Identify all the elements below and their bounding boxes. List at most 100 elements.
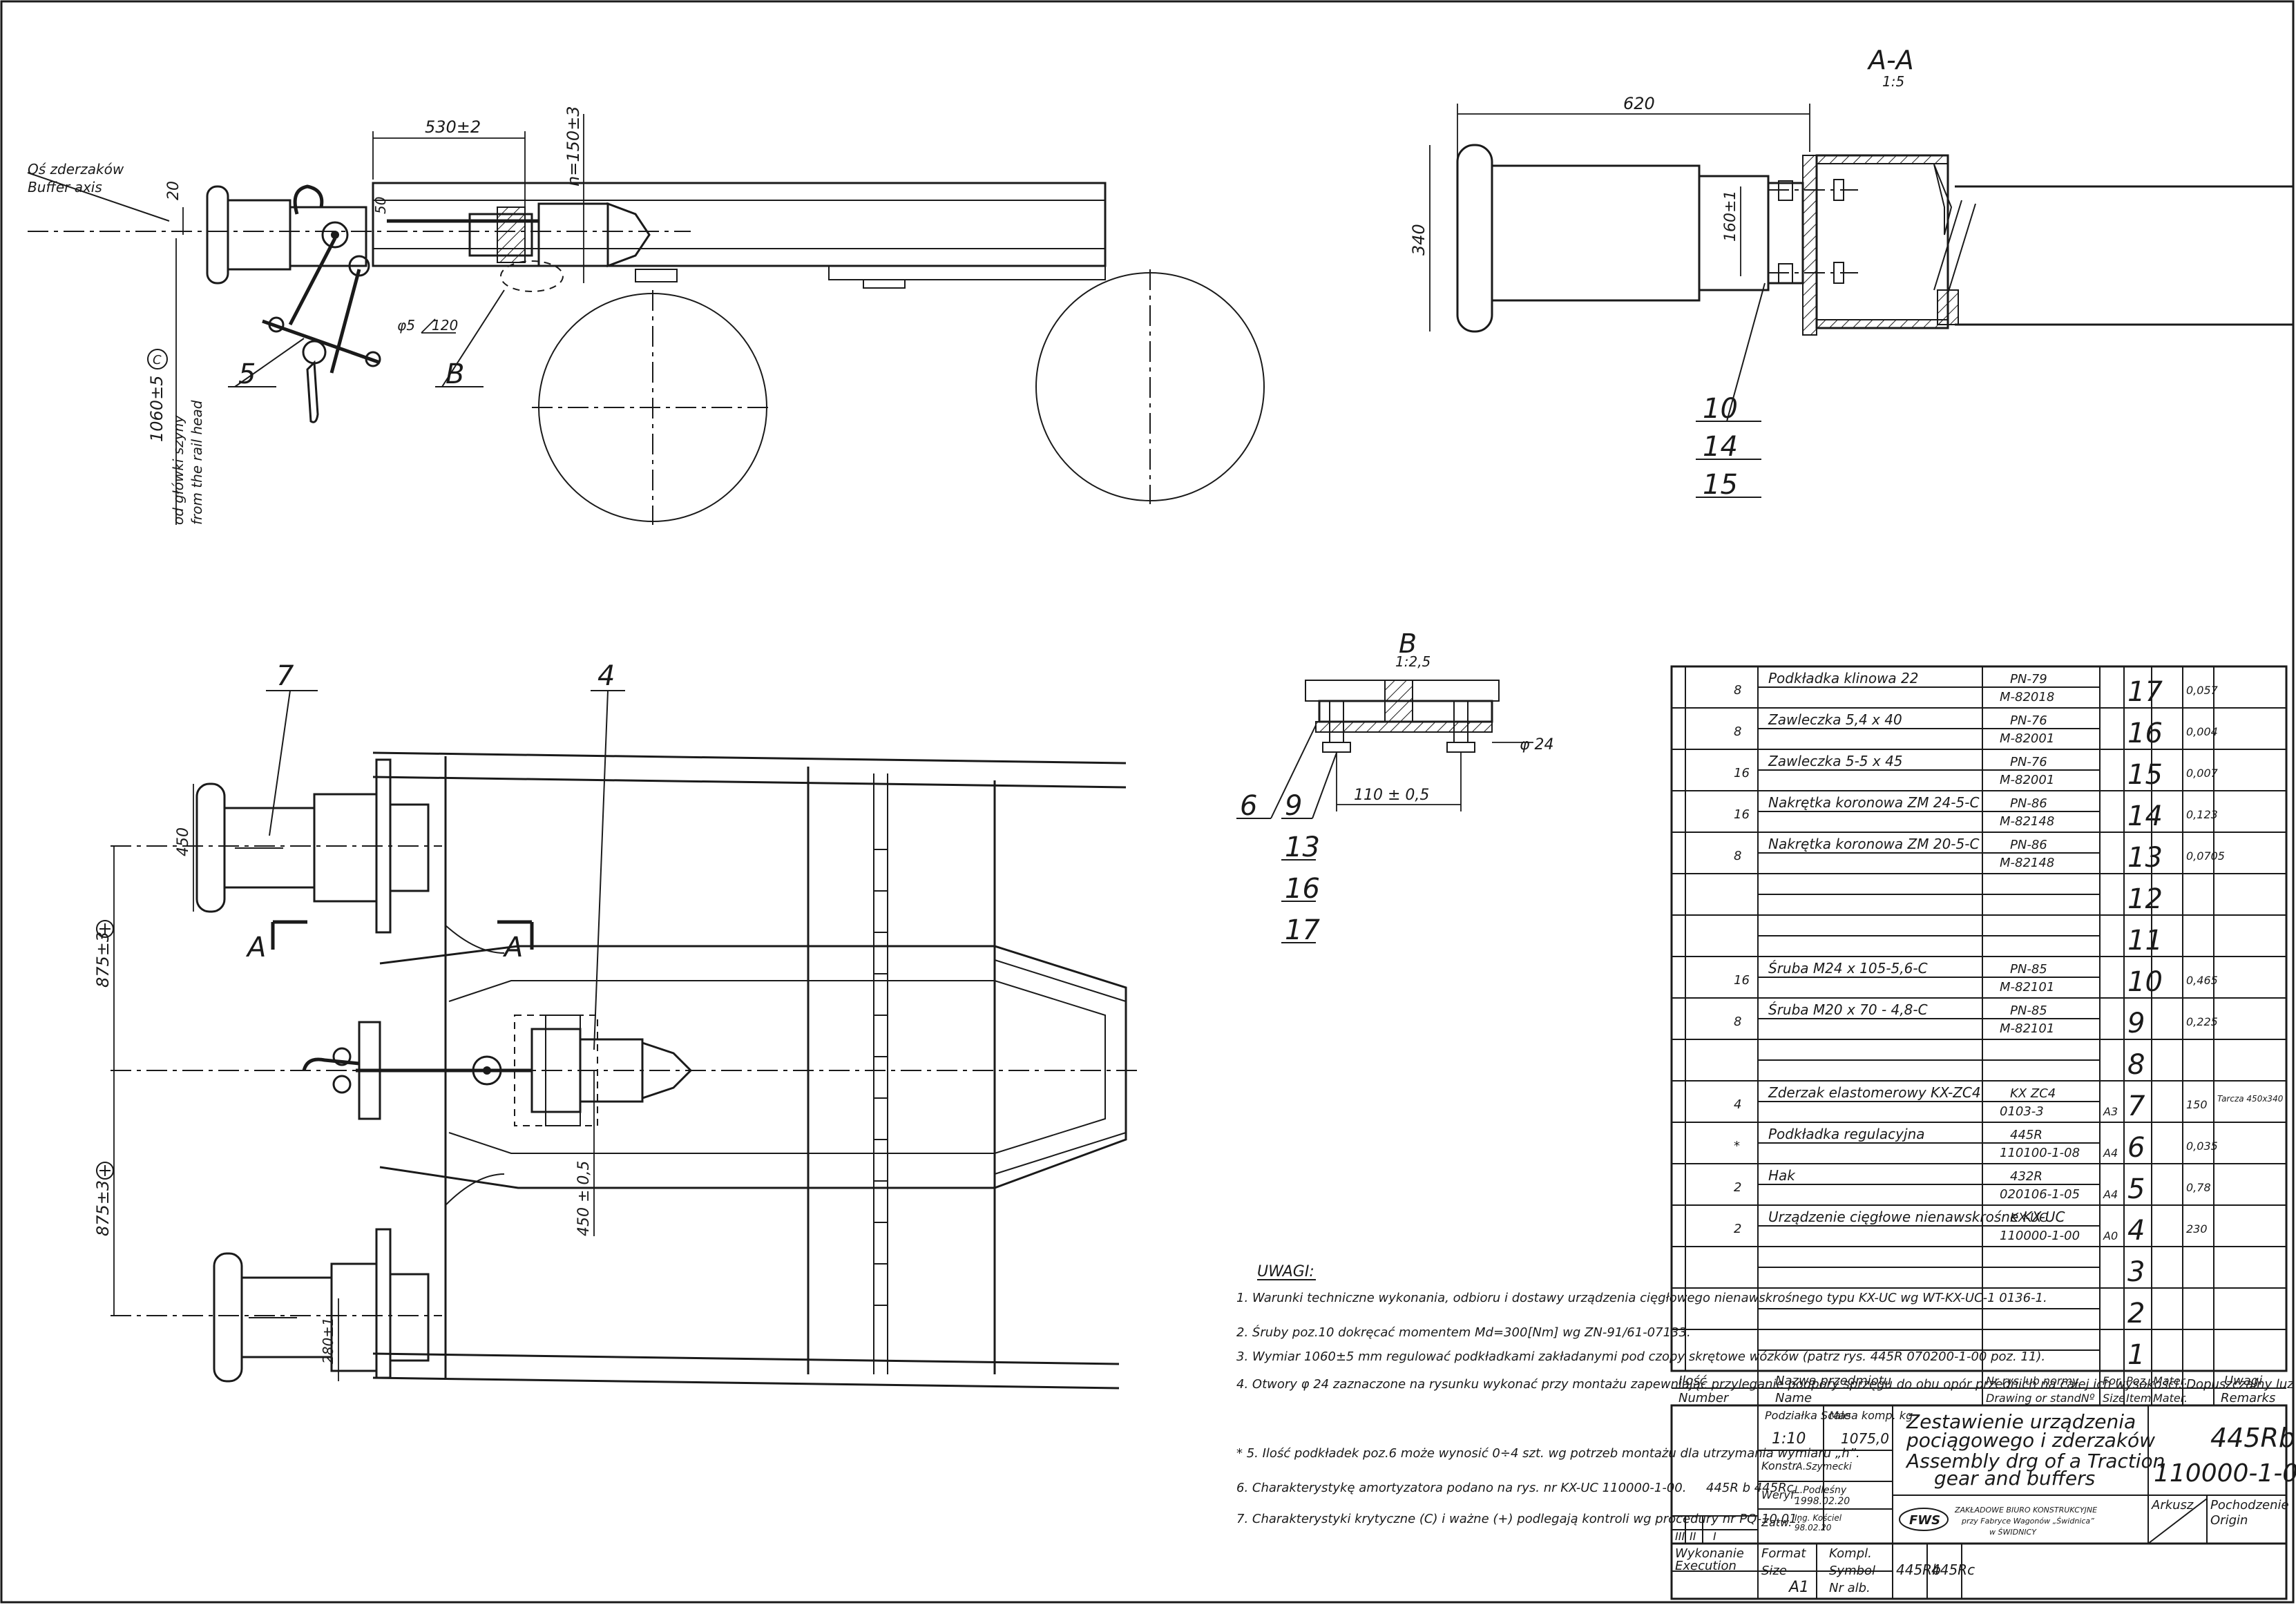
bom-cell-norm2: M-82001 <box>2000 773 2054 787</box>
detail-b-title: B <box>1399 628 1417 659</box>
company-logo-icon <box>1899 1508 1949 1531</box>
bom-cell-norm: PN-76 <box>2010 713 2047 728</box>
weryf-name: L.Podleśny <box>1795 1485 1847 1496</box>
detail-b-callout-17: 17 <box>1285 914 1320 946</box>
rev-3: III <box>1675 1530 1685 1543</box>
important-plus-mark-icon-2 <box>96 1162 114 1180</box>
callout-4: 4 <box>597 660 615 692</box>
kompl-pl: Kompl. <box>1829 1546 1872 1561</box>
bom-cell-mass: 0,123 <box>2186 808 2218 821</box>
hdr-name-en: Name <box>1775 1391 1812 1405</box>
bom-cell-qty: 4 <box>1734 1097 1741 1112</box>
sheet-label: Arkusz <box>2151 1498 2194 1512</box>
bom-cell-pos: 12 <box>2127 883 2163 915</box>
bom-cell-mass: 0,007 <box>2186 767 2219 780</box>
bom-cell-norm2: M-82148 <box>2000 814 2054 829</box>
hdr-size-en: Size <box>2103 1392 2125 1405</box>
exec-2: 445Rc <box>1931 1561 1975 1578</box>
bom-cell-qty: 2 <box>1734 1222 1741 1236</box>
bom-cell-name: Hak <box>1768 1167 1796 1184</box>
rail-head-text-en: from the rail head <box>189 400 205 525</box>
bom-cell-norm: 445R <box>2010 1128 2043 1142</box>
dim-450-05: 450 ± 0,5 <box>575 1161 593 1236</box>
bom-cell-norm: PN-86 <box>2010 796 2047 811</box>
bom-cell-mass: 0,035 <box>2186 1140 2218 1153</box>
bom-cell-qty: 16 <box>1734 973 1750 988</box>
detail-b-callout-6: 6 <box>1240 790 1257 822</box>
bom-cell-qty: 16 <box>1734 807 1750 822</box>
note-6: 6. Charakterystykę amortyzatora podano n… <box>1236 1481 1686 1495</box>
callout-aa-1: 14 <box>1703 431 1738 463</box>
bom-cell-name: Zawleczka 5,4 x 40 <box>1768 711 1902 728</box>
title-block: Podziałka Scale 1:10 Masa komp. kg 1075,… <box>1670 1404 2296 1600</box>
rev-2: II <box>1690 1530 1696 1543</box>
company-3: w ŚWIDNICY <box>1989 1528 2037 1537</box>
bom-cell-norm: PN-86 <box>2010 838 2047 852</box>
bom-cell-qty: 16 <box>1734 766 1750 780</box>
section-a-left: A <box>245 932 266 963</box>
note-5: * 5. Ilość podkładek poz.6 może wynosić … <box>1236 1446 1860 1461</box>
hdr-norm: Nr rys.lub normy <box>1986 1374 2079 1387</box>
company-1: ZAKŁADOWE BIURO KONSTRUKCYJNE <box>1954 1506 2097 1515</box>
hdr-qty: Ilość <box>1678 1374 1707 1388</box>
dim-280: 280±1 <box>320 1317 336 1364</box>
bom-cell-mass: 0,0705 <box>2186 849 2225 863</box>
dim-20: 20 <box>165 181 182 200</box>
bom-cell-pos: 2 <box>2127 1298 2145 1329</box>
callout-7: 7 <box>276 660 294 692</box>
plan-view: 450 875±3 875±3 450 ± 0,5 280±1 A A 7 4 <box>93 660 1140 1390</box>
dim-875-bottom: 875±3 <box>93 1180 113 1236</box>
bom-cell-norm2: 110000-1-00 <box>2000 1229 2080 1243</box>
ladder-bars <box>874 849 888 1306</box>
bom-cell-mass: 150 <box>2186 1098 2208 1111</box>
bom-cell-norm2: M-82001 <box>2000 731 2054 746</box>
origin-en: Origin <box>2210 1513 2248 1528</box>
bom-cell-qty: 2 <box>1734 1180 1741 1195</box>
mass-label: Masa komp. kg <box>1829 1409 1913 1422</box>
bom-cell-norm: 432R <box>2010 1169 2043 1184</box>
bom-cell-name: Podkładka klinowa 22 <box>1768 670 1919 686</box>
bom-cell-name: Nakrętka koronowa ZM 24-5-C <box>1768 794 1979 811</box>
hdr-pos: Poz. <box>2126 1374 2149 1387</box>
critical-c-letter: C <box>153 353 162 367</box>
dim-875-top: 875±3 <box>93 932 113 988</box>
bom-cell-mass: 0,225 <box>2186 1015 2218 1028</box>
bom-cell-pos: 11 <box>2127 925 2163 957</box>
section-aa-title: A-A <box>1866 45 1914 75</box>
format-pl: Format <box>1761 1546 1806 1561</box>
company-2: przy Fabryce Wagonów „Świdnica” <box>1961 1517 2094 1526</box>
hdr-pos-en: Item <box>2126 1392 2151 1405</box>
dim-120: 120 <box>432 317 458 334</box>
drawing-no-2: 110000-1-00 <box>2154 1459 2296 1488</box>
bom-cell-qty: 8 <box>1734 1015 1741 1029</box>
dim-50: 50 <box>372 197 389 214</box>
hdr-name: Nazwa przedmiotu <box>1775 1374 1891 1388</box>
title-pl-2: pociągowego i zderzaków <box>1906 1429 2155 1452</box>
bom-cell-mass: 230 <box>2186 1222 2208 1236</box>
bom-cell-pos: 3 <box>2127 1256 2145 1288</box>
bom-cell-pos: 4 <box>2127 1215 2145 1247</box>
bom-cell-mass: 0,78 <box>2186 1181 2211 1194</box>
detail-b-callout-16: 16 <box>1285 873 1320 905</box>
konstr-label: Konstr. <box>1761 1459 1799 1472</box>
scale-value: 1:10 <box>1772 1430 1806 1448</box>
bom-cell-size: A0 <box>2103 1229 2118 1242</box>
bom-cell-pos: 15 <box>2127 759 2163 791</box>
bom-cell-qty: 8 <box>1734 849 1741 863</box>
hdr-remarks: Uwagi <box>2224 1374 2262 1388</box>
bom-cell-norm2: 110100-1-08 <box>2000 1146 2080 1160</box>
bom-cell-name: Śruba M24 x 105-5,6-C <box>1768 960 1928 977</box>
detail-b-scale: 1:2,5 <box>1395 653 1431 670</box>
rev-1: I <box>1713 1530 1716 1543</box>
bom-cell-name: Podkładka regulacyjna <box>1768 1126 1925 1142</box>
zatw-label: Zatw. <box>1761 1516 1792 1529</box>
bom-cell-name: Urządzenie cięgłowe nienawskrośne KX-UC <box>1768 1209 2065 1225</box>
dim-phi5: φ5 <box>397 317 415 334</box>
bom-cell-pos: 1 <box>2127 1339 2145 1371</box>
notes-title: UWAGI: <box>1257 1263 1314 1280</box>
bom-cell-mass: 0,465 <box>2186 974 2218 987</box>
hdr-qty-en: Number <box>1678 1391 1730 1405</box>
critical-c-mark-icon <box>147 349 168 369</box>
zatw-name: Ing. Kościel <box>1795 1513 1842 1523</box>
